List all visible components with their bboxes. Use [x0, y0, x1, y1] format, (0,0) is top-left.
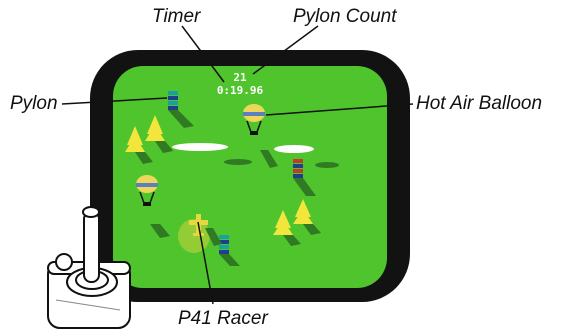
pylon-leader: [61, 97, 168, 105]
cloud-shadow: [224, 159, 252, 165]
pylon-count-value: 21: [233, 71, 247, 84]
pylon-count-leader: [252, 25, 319, 75]
callout-lines: [61, 25, 414, 305]
balloon-right: [243, 104, 278, 168]
pylon-bottom: [219, 235, 240, 266]
cloud: [274, 145, 314, 153]
callout-pylon-count: Pylon Count: [293, 6, 397, 27]
hud: 21 0:19.96: [217, 71, 264, 97]
cloud: [172, 143, 228, 151]
tree: [273, 210, 301, 246]
joystick-icon: [47, 206, 131, 329]
tree: [125, 126, 153, 164]
callout-pylon: Pylon: [10, 93, 58, 114]
callout-timer: Timer: [152, 6, 201, 27]
balloon-leader: [265, 103, 414, 116]
pylon-top: [168, 91, 194, 128]
balloon-left: [136, 175, 170, 238]
racer-leader: [197, 221, 214, 305]
cloud-shadow: [315, 162, 339, 168]
callout-hot-air-balloon: Hot Air Balloon: [416, 93, 542, 114]
tree: [145, 115, 173, 153]
pylon-red: [293, 159, 316, 196]
timer-value: 0:19.96: [217, 84, 264, 97]
trees: [125, 115, 321, 246]
clouds: [172, 143, 339, 168]
callout-p41-racer: P41 Racer: [178, 308, 268, 329]
tree: [293, 199, 321, 235]
timer-leader: [181, 25, 225, 83]
